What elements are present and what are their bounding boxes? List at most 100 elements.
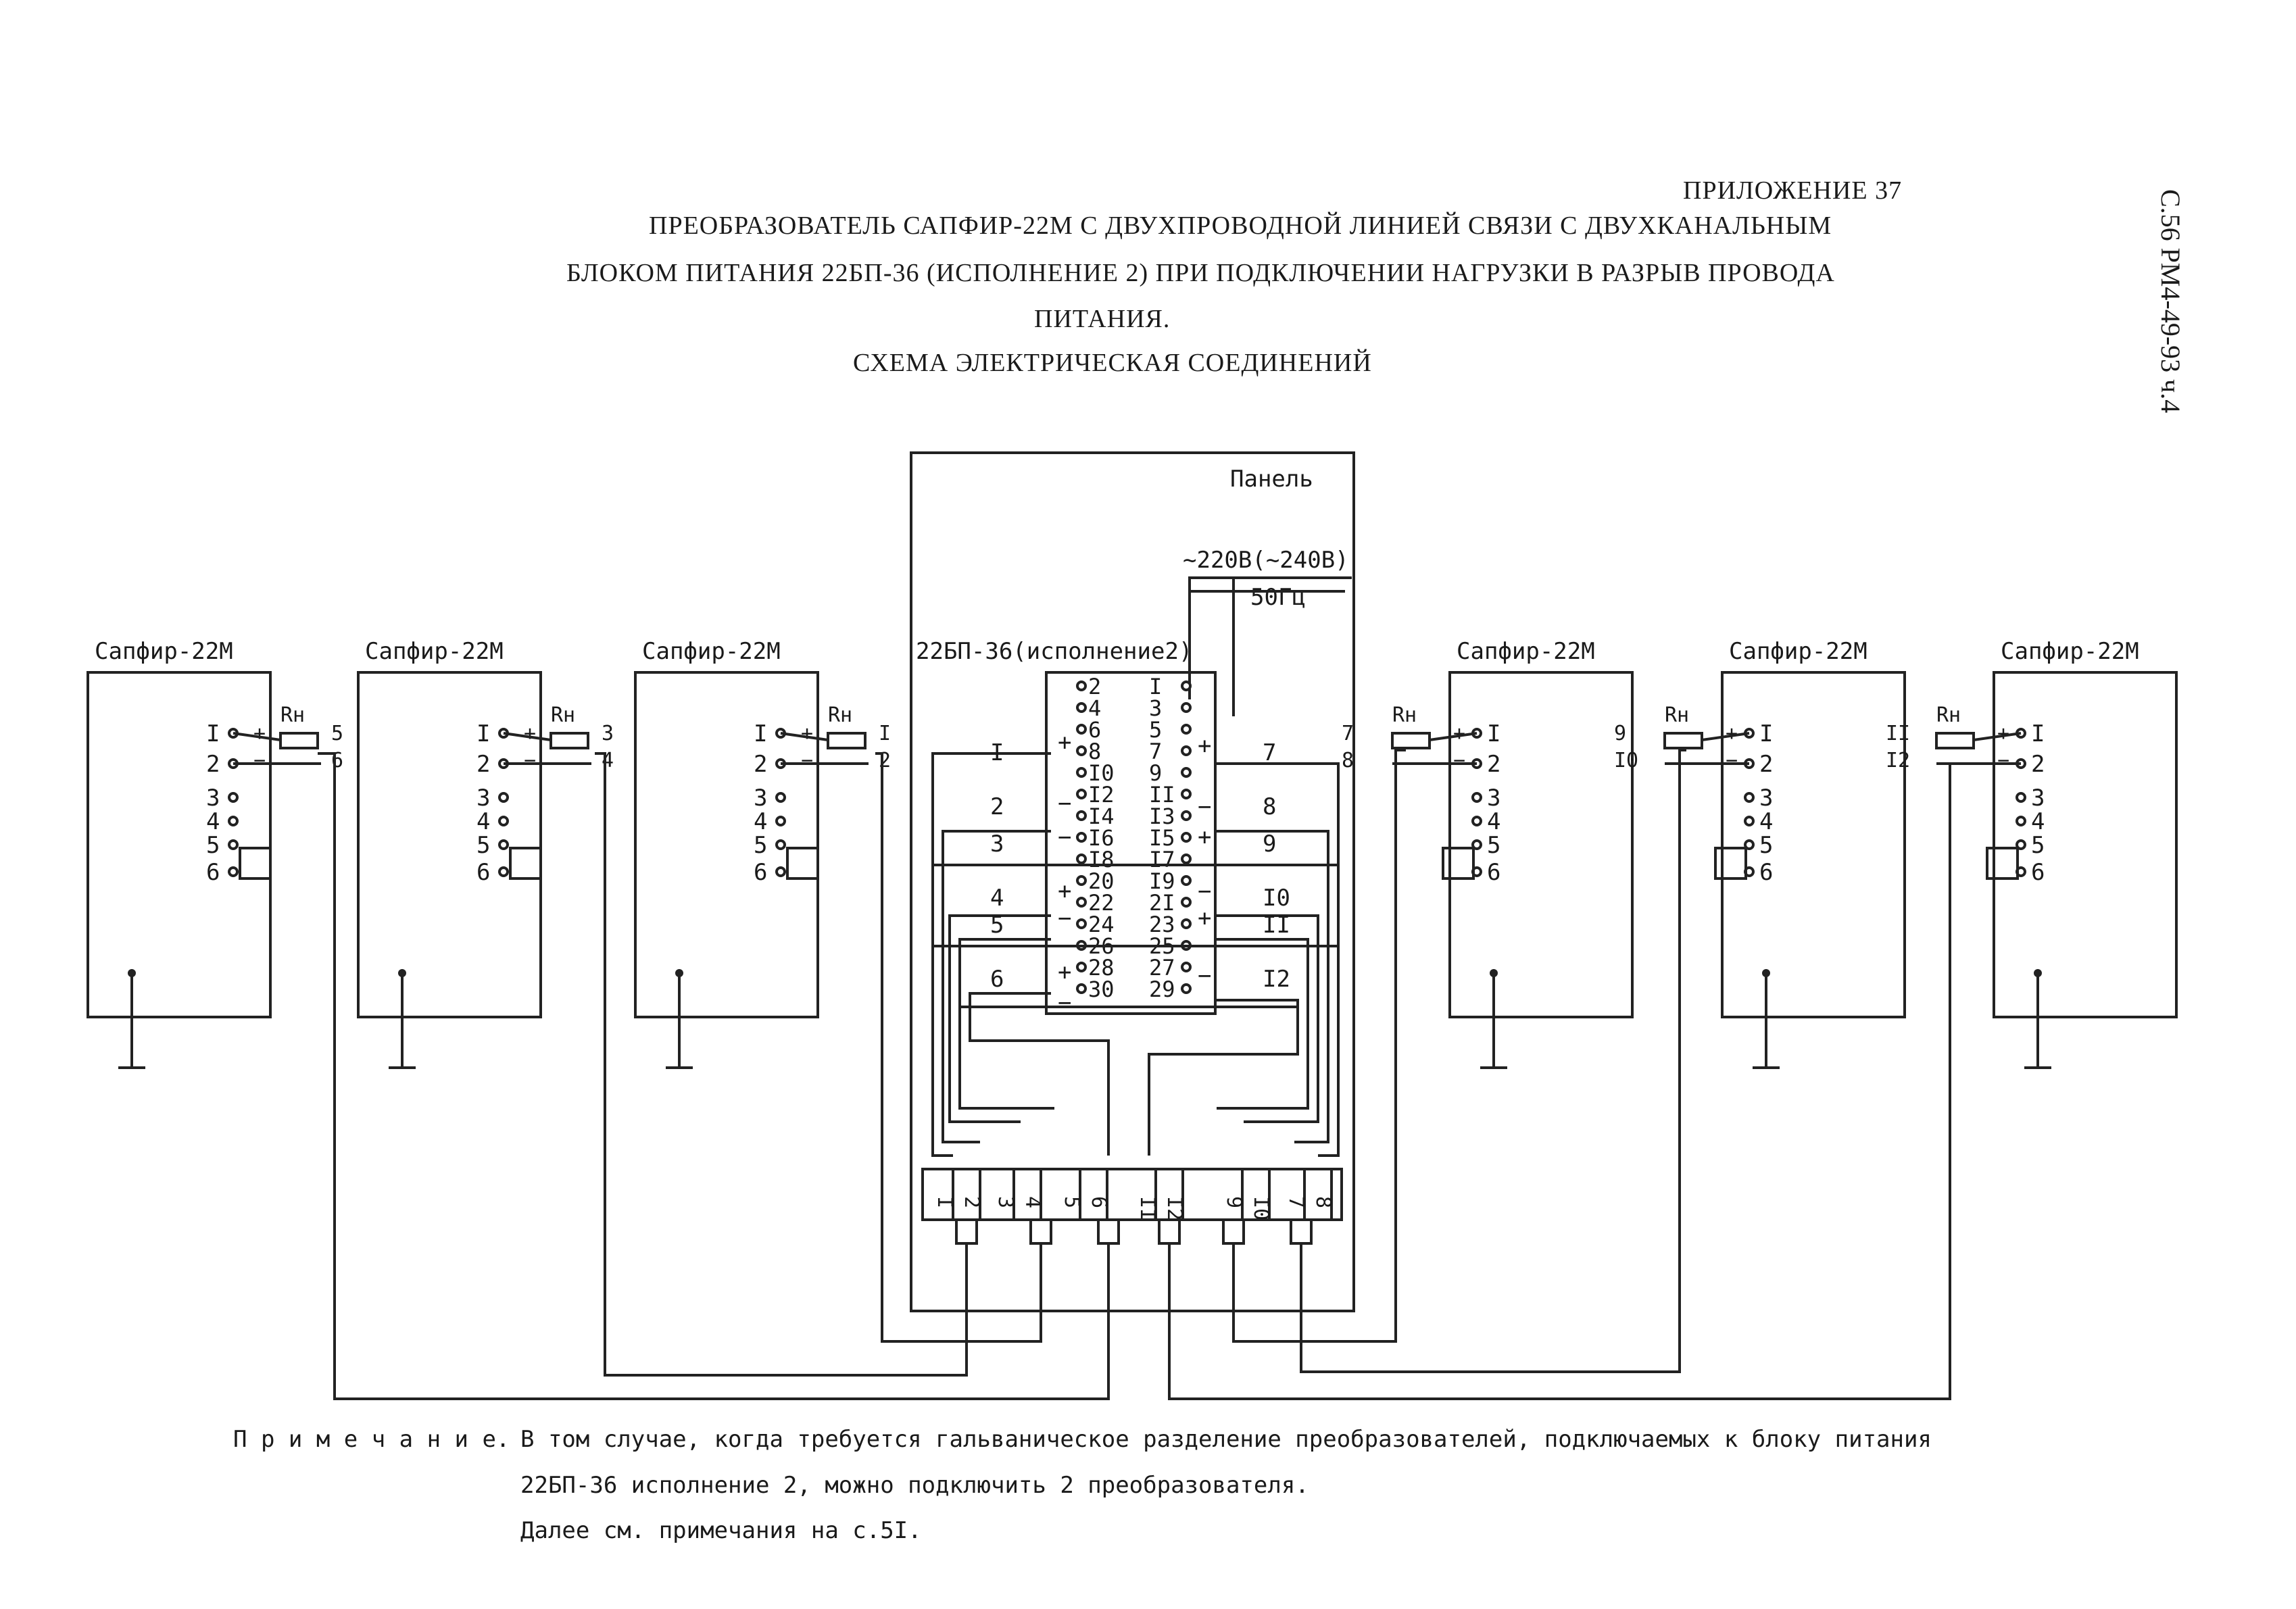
psu-terminal-dot [1181,810,1192,821]
terminal-label: 9 [1222,1196,1246,1208]
pin-wire [1429,732,1477,741]
psu-terminal-dot [1181,875,1192,886]
transmitter-pin-label: 4 [754,808,767,835]
title-line-2: БЛОКОМ ПИТАНИЯ 22БП-36 (ИСПОЛНЕНИЕ 2) ПР… [566,259,1835,287]
transmitter-pin [775,816,786,826]
psu-terminal-label: 2I [1149,890,1175,916]
indicator-box [239,847,272,880]
psu-terminal-dot [1076,724,1087,735]
transmitter-name: Сапфир-22М [365,638,504,665]
psu-terminal-label: 2 [1088,674,1101,699]
channel-label: 4 [990,885,1004,912]
pin-minus-mark: − [1997,749,2009,772]
transmitter-name: Сапфир-22М [642,638,781,665]
psu-polarity-marks: +−−+−+−+−+−+− [1058,729,1211,1016]
psu-polarity-mark: + [1058,878,1071,905]
indicator-box [786,847,819,880]
load-resistor [827,732,866,749]
psu-terminal-label: 4 [1088,695,1101,721]
transmitter-pin-label: 6 [754,859,767,886]
psu-terminal-dot [1076,897,1087,908]
terminal-strip [921,1168,1343,1221]
psu-terminal-label: 28 [1088,955,1115,981]
pin-plus-mark: + [1997,722,2009,745]
transmitter-pin-label: I [754,720,767,747]
transmitter-pin-label: 2 [1487,751,1500,778]
transmitter-pin-label: 5 [2031,832,2045,859]
indicator-box [509,847,542,880]
channel-label: I [990,739,1004,766]
terminal-clamp [1158,1218,1181,1245]
pin-wire [503,732,552,741]
transmitter-pin-label: 3 [477,785,490,812]
psu-terminal-dot [1076,680,1087,691]
transmitter-pin-label: 3 [1487,785,1500,812]
psu-terminal-label: 24 [1088,912,1115,937]
pin-wire [780,732,829,741]
psu-terminal-dot [1181,702,1192,713]
psu-terminal-label: I7 [1149,847,1175,872]
terminal-label: 7 [1284,1196,1308,1208]
load-resistor-label: Rн [1392,703,1417,727]
psu-polarity-mark: − [1058,989,1071,1016]
transmitter-pin [228,839,239,850]
psu-terminal-dot [1076,918,1087,929]
transmitter-pin [775,792,786,803]
appendix-label: ПРИЛОЖЕНИЕ 37 [1683,176,1903,205]
psu-terminal-dot [1076,983,1087,994]
transmitter-pin [1744,792,1755,803]
terminal-label: 8 [1311,1196,1335,1208]
psu-terminal-label: I8 [1088,847,1115,872]
load-resistor [549,732,589,749]
psu-terminal-dot [1181,918,1192,929]
pin-wire [233,732,281,741]
transmitter-pin-label: 5 [754,832,767,859]
load-resistor [1935,732,1975,749]
transmitter-pin-label: 5 [477,832,490,859]
transmitter-pin-label: 4 [1487,808,1500,835]
psu-terminal-dot [1181,745,1192,756]
terminal-clamp [1222,1218,1245,1245]
terminal-label: II [1135,1196,1159,1220]
psu-terminal-dot [1076,702,1087,713]
transmitter-pin-label: I [2031,720,2045,747]
indicator-box [1986,847,2019,880]
pin-wire [1973,732,2022,741]
terminal-label: 5 [1060,1196,1083,1208]
transmitter-pin-label: 5 [206,832,220,859]
transmitter-pin [775,866,786,877]
psu-terminal-dot [1181,789,1192,799]
channel-label: 7 [1263,739,1276,766]
load-resistor [1391,732,1431,749]
terminal-label: 6 [1087,1196,1110,1208]
psu-terminal-dot [1076,853,1087,864]
transmitter-pin-label: I [1759,720,1773,747]
title-line-3: ПИТАНИЯ. [1034,305,1171,333]
transmitter-pin-label: 3 [754,785,767,812]
psu-terminal-dot [1076,810,1087,821]
load-resistor-label: Rн [280,703,305,727]
psu-polarity-mark: − [1058,824,1071,851]
load-terminal-label: II [1886,722,1910,745]
psu-terminal-label: 8 [1088,739,1101,764]
load-resistor-label: Rн [1665,703,1689,727]
psu-polarity-mark: + [1058,729,1071,756]
supply-frequency: 50Гц [1250,584,1306,611]
transmitter-pin-label: I [1487,720,1500,747]
transmitter-pin-label: I [477,720,490,747]
transmitter-pin-label: 5 [1487,832,1500,859]
psu-block [1045,671,1217,1015]
transmitter-pin-label: 3 [1759,785,1773,812]
pin-plus-mark: + [801,722,813,745]
load-resistor-label: Rн [1936,703,1961,727]
load-resistor-label: Rн [828,703,852,727]
transmitter-pin-label: 2 [754,751,767,778]
psu-terminal-dot [1181,767,1192,778]
